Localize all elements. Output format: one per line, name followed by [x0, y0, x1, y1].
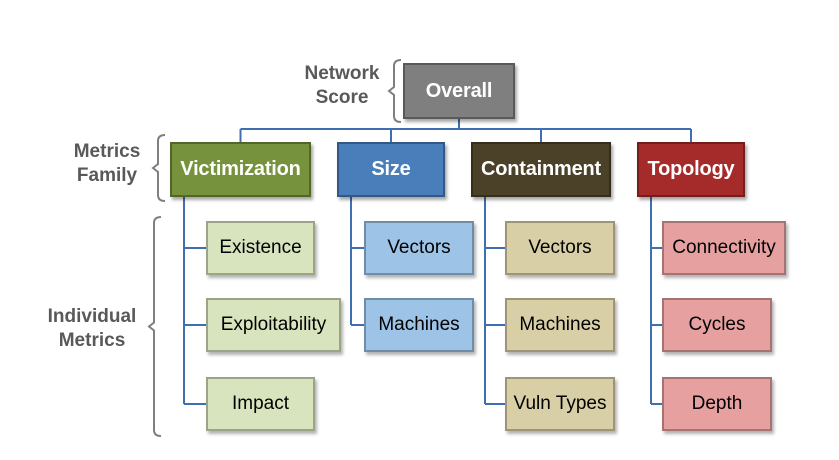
size-node: Size: [337, 142, 445, 197]
containment-vectors-node: Vectors: [505, 221, 615, 275]
network-score-bracket: [387, 59, 402, 123]
vuln-types-node: Vuln Types: [505, 377, 615, 431]
depth-node: Depth: [662, 377, 772, 431]
exploitability-node: Exploitability: [206, 298, 341, 352]
metrics-family-bracket: [151, 134, 166, 202]
existence-node: Existence: [206, 221, 315, 275]
overall-node: Overall: [403, 63, 515, 119]
topology-node: Topology: [637, 142, 745, 197]
individual-metrics-bracket: [147, 216, 162, 437]
size-vectors-node: Vectors: [364, 221, 474, 275]
impact-node: Impact: [206, 377, 315, 431]
connectivity-node: Connectivity: [662, 221, 786, 275]
containment-machines-node: Machines: [505, 298, 615, 352]
cycles-node: Cycles: [662, 298, 772, 352]
size-machines-node: Machines: [364, 298, 474, 352]
victimization-node: Victimization: [170, 142, 311, 197]
containment-node: Containment: [471, 142, 611, 197]
